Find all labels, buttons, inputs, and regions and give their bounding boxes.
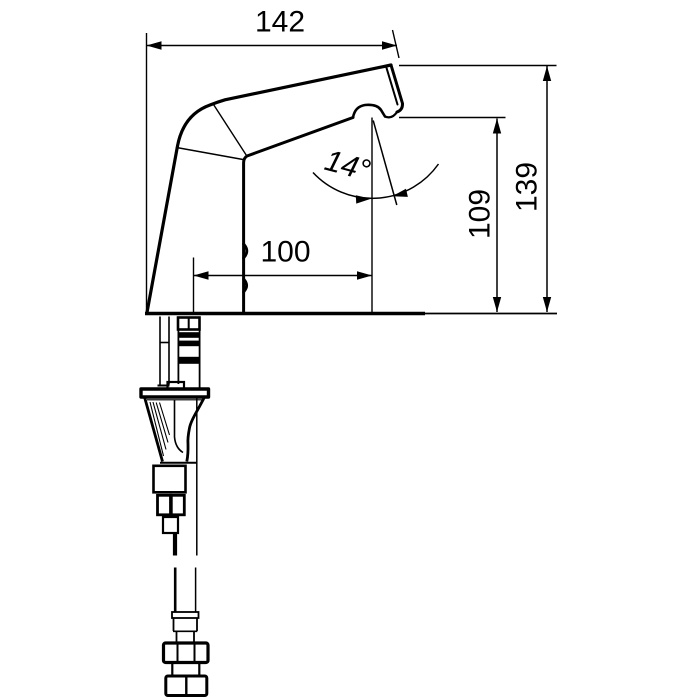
- hose-end-fitting: [161, 611, 210, 697]
- dimension-100: 100: [192, 117, 373, 313]
- dimension-139: 139: [399, 64, 557, 312]
- angle-arc: [312, 163, 440, 200]
- cable-tube: [157, 316, 170, 387]
- wedge-left-edge: [143, 396, 164, 462]
- body-left-top-edge: [145, 63, 393, 315]
- dimension-109: 109: [399, 116, 506, 312]
- shank-lock-block: [152, 464, 187, 494]
- compression-fitting: [156, 493, 186, 535]
- fitting-stub: [161, 515, 180, 535]
- chamfer-line-left: [175, 146, 244, 161]
- supply-hose: [172, 397, 198, 612]
- aerator-hook: [383, 110, 399, 119]
- fitting-collar: [171, 611, 200, 619]
- wedge-inner-line: [173, 400, 184, 454]
- aerator-outlet: [351, 103, 399, 119]
- chamfer-line-top: [212, 103, 248, 157]
- spout-end-face-outer: [389, 63, 405, 114]
- dim-label-139: 139: [511, 162, 544, 212]
- angle-slant-line: [372, 120, 398, 206]
- sensor-window-lower: [242, 277, 248, 294]
- dim-label-109: 109: [464, 189, 497, 239]
- aerator-bump: [351, 103, 387, 119]
- wedge-right-edge: [185, 396, 206, 462]
- sensor-window-upper: [242, 242, 249, 260]
- thread-bands: [177, 332, 200, 364]
- spout-underside-and-front-edge: [242, 116, 355, 314]
- mounting-shank: [157, 316, 201, 391]
- spout-end-face-inner: [385, 65, 399, 106]
- dim-label-100: 100: [260, 236, 310, 269]
- dim-label-142: 142: [255, 6, 305, 39]
- faucet-body: [145, 63, 405, 315]
- ext-line-right-slanted: [391, 29, 400, 59]
- wedge-flange: [139, 387, 211, 399]
- dimension-142: 142: [145, 6, 400, 311]
- mounting-wedge: [139, 387, 211, 464]
- wedge-hatching: [149, 401, 171, 457]
- end-block: [164, 674, 209, 697]
